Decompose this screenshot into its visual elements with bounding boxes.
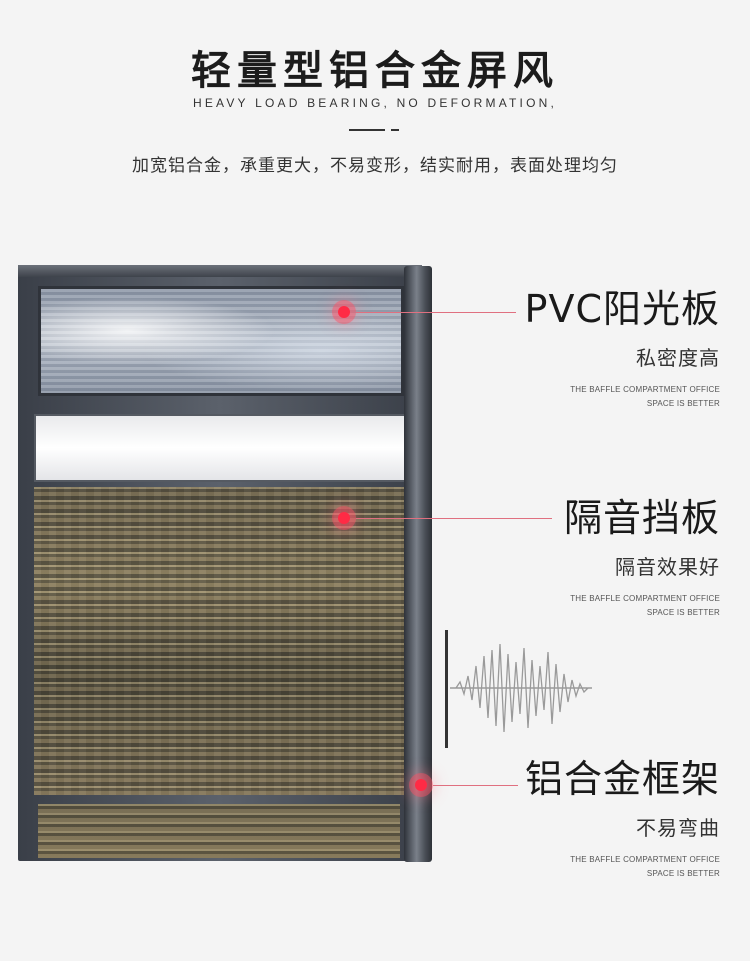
callout-frame: 铝合金框架 不易弯曲 THE BAFFLE COMPARTMENT OFFICE… (525, 760, 720, 881)
subtitle-en: HEAVY LOAD BEARING, NO DEFORMATION, (192, 96, 558, 110)
wood-bottom-panel (38, 804, 400, 858)
callout-frame-title: 铝合金框架 (524, 757, 720, 801)
pvc-panel (38, 286, 404, 396)
wave-barrier-icon (445, 630, 448, 748)
callout-acoustic-en-2: SPACE IS BETTER (646, 608, 720, 617)
callout-pvc-title: PVC阳光板 (524, 287, 720, 331)
callout-pvc-en-2: SPACE IS BETTER (646, 399, 720, 408)
callout-acoustic-subtitle: 隔音效果好 (615, 555, 720, 579)
sound-wave-icon (450, 643, 592, 733)
callout-frame-subtitle: 不易弯曲 (636, 816, 720, 840)
white-panel (34, 414, 410, 482)
callout-acoustic-en-1: THE BAFFLE COMPARTMENT OFFICE (570, 594, 720, 603)
callout-line-acoustic (356, 518, 552, 519)
frame-top-rail (18, 265, 422, 277)
callout-acoustic-title: 隔音挡板 (563, 496, 720, 540)
callout-pvc-subtitle: 私密度高 (636, 346, 720, 370)
callout-acoustic: 隔音挡板 隔音效果好 THE BAFFLE COMPARTMENT OFFICE… (564, 499, 720, 620)
callout-line-frame (433, 785, 518, 786)
divider-short (391, 129, 399, 131)
callout-pvc: PVC阳光板 私密度高 THE BAFFLE COMPARTMENT OFFIC… (525, 290, 720, 411)
callout-dot-acoustic (338, 512, 350, 524)
frame-post (404, 266, 432, 862)
wood-panel (34, 487, 404, 795)
callout-line-pvc (356, 312, 516, 313)
callout-dot-frame (415, 779, 427, 791)
page-title: 轻量型铝合金屏风 (191, 48, 559, 94)
callout-dot-pvc (338, 306, 350, 318)
divider-long (349, 129, 385, 131)
description: 加宽铝合金，承重更大，不易变形，结实耐用，表面处理均匀 (132, 156, 618, 176)
callout-frame-en-1: THE BAFFLE COMPARTMENT OFFICE (570, 855, 720, 864)
callout-frame-en-2: SPACE IS BETTER (646, 869, 720, 878)
callout-pvc-en-1: THE BAFFLE COMPARTMENT OFFICE (570, 385, 720, 394)
